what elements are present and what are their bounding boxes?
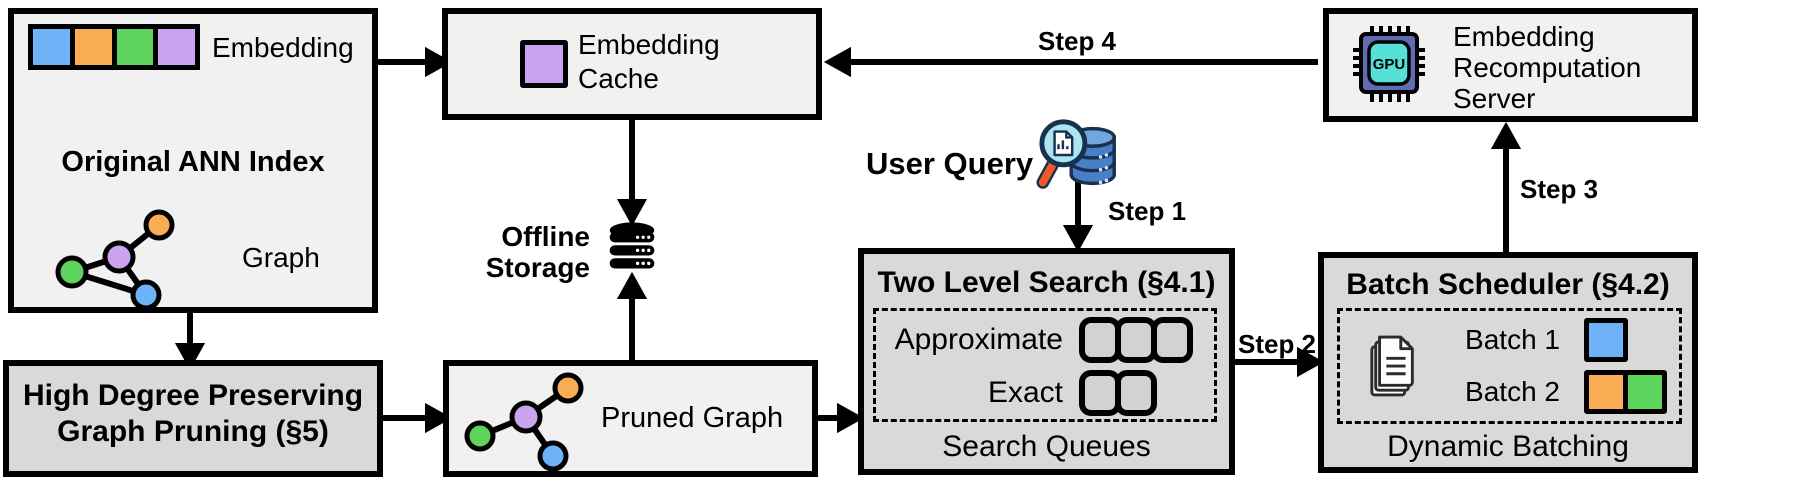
graph-icon bbox=[55, 209, 175, 311]
embedding-cache-title-line1: Embedding bbox=[578, 29, 720, 60]
search-queues-dashed-box: Approximate Exact bbox=[873, 308, 1217, 422]
arrow-pruning-to-pruned-graph bbox=[383, 402, 453, 434]
embedding-vector-strip bbox=[28, 24, 200, 70]
batch-scheduler-title: Batch Scheduler (§4.2) bbox=[1346, 268, 1670, 301]
step-4-label: Step 4 bbox=[1037, 26, 1117, 56]
queue-slot bbox=[1115, 317, 1157, 363]
database-icon bbox=[609, 222, 655, 269]
server-title-line3: Server bbox=[1453, 83, 1536, 114]
offline-storage-label-line2: Storage bbox=[485, 252, 590, 283]
batch-1-square-blue bbox=[1584, 318, 1628, 362]
user-query-label: User Query bbox=[866, 146, 1034, 181]
gpu-chip-icon: GPU bbox=[1353, 26, 1425, 102]
embedding-cache-box: Embedding Cache bbox=[442, 8, 822, 120]
queue-slot bbox=[1115, 370, 1157, 416]
batch-2-label: Batch 2 bbox=[1465, 376, 1560, 407]
batch-2-square-green bbox=[1623, 370, 1667, 414]
original-ann-index-box: Embedding Original ANN Index Graph bbox=[8, 8, 378, 313]
approximate-queue-row: Approximate bbox=[876, 315, 1214, 365]
original-ann-index-title: Original ANN Index bbox=[61, 146, 325, 178]
user-query-icon bbox=[1036, 119, 1116, 189]
pruned-graph-label: Pruned Graph bbox=[601, 402, 784, 434]
gpu-chip-label: GPU bbox=[1373, 56, 1406, 73]
approximate-label: Approximate bbox=[894, 323, 1063, 356]
arrow-ann-to-pruning bbox=[174, 313, 206, 371]
embedding-cell-orange bbox=[74, 29, 112, 65]
two-level-search-box: Two Level Search (§4.1) Approximate Exac… bbox=[858, 248, 1235, 475]
batch-2-square-orange bbox=[1584, 370, 1628, 414]
dynamic-batching-dashed-box: Batch 1 Batch 2 bbox=[1337, 308, 1682, 424]
exact-queue-cells bbox=[1079, 370, 1214, 416]
two-level-search-title: Two Level Search (§4.1) bbox=[877, 266, 1216, 299]
pruned-graph-icon bbox=[464, 372, 584, 472]
server-title-line1: Embedding bbox=[1453, 21, 1595, 52]
documents-icon bbox=[1370, 335, 1414, 397]
graph-label: Graph bbox=[242, 242, 320, 273]
graph-pruning-box: High Degree Preserving Graph Pruning (§5… bbox=[3, 360, 383, 477]
arrow-step-3 bbox=[1490, 121, 1522, 252]
search-queues-caption: Search Queues bbox=[942, 430, 1151, 463]
exact-label: Exact bbox=[987, 376, 1063, 409]
graph-pruning-title-line1: High Degree Preserving bbox=[22, 379, 364, 412]
embedding-cell-blue bbox=[33, 29, 70, 65]
step-2-label: Step 2 bbox=[1237, 329, 1317, 359]
step-1-label: Step 1 bbox=[1108, 196, 1187, 226]
recomputation-server-box: GPU Embedding Recomputation Server bbox=[1323, 8, 1698, 122]
embedding-cell-purple bbox=[158, 29, 195, 65]
pruned-graph-box: Pruned Graph bbox=[443, 360, 818, 477]
queue-slot bbox=[1079, 370, 1121, 416]
graph-pruning-title-line2: Graph Pruning (§5) bbox=[57, 415, 329, 448]
exact-queue-row: Exact bbox=[876, 368, 1214, 418]
batch-2-row: Batch 2 bbox=[1448, 368, 1667, 416]
embedding-cache-title-line2: Cache bbox=[578, 63, 659, 94]
server-title-line2: Recomputation bbox=[1453, 52, 1642, 83]
arrow-pruned-graph-to-search bbox=[818, 402, 865, 434]
arrow-ann-to-cache bbox=[378, 46, 453, 78]
embedding-label: Embedding bbox=[212, 32, 354, 63]
embedding-cell-green bbox=[116, 29, 154, 65]
cached-embedding-square bbox=[520, 40, 568, 88]
arrow-cache-to-storage bbox=[616, 120, 648, 227]
approximate-queue-cells bbox=[1079, 317, 1214, 363]
step-3-label: Step 3 bbox=[1520, 174, 1599, 204]
arrow-pruned-graph-to-storage bbox=[616, 271, 648, 360]
dynamic-batching-caption: Dynamic Batching bbox=[1387, 430, 1629, 463]
batch-1-label: Batch 1 bbox=[1465, 324, 1560, 355]
batch-scheduler-box: Batch Scheduler (§4.2) Batch 1 bbox=[1318, 252, 1698, 473]
offline-storage-label-line1: Offline bbox=[501, 221, 590, 252]
batch-1-row: Batch 1 bbox=[1448, 315, 1628, 365]
queue-slot bbox=[1151, 317, 1193, 363]
